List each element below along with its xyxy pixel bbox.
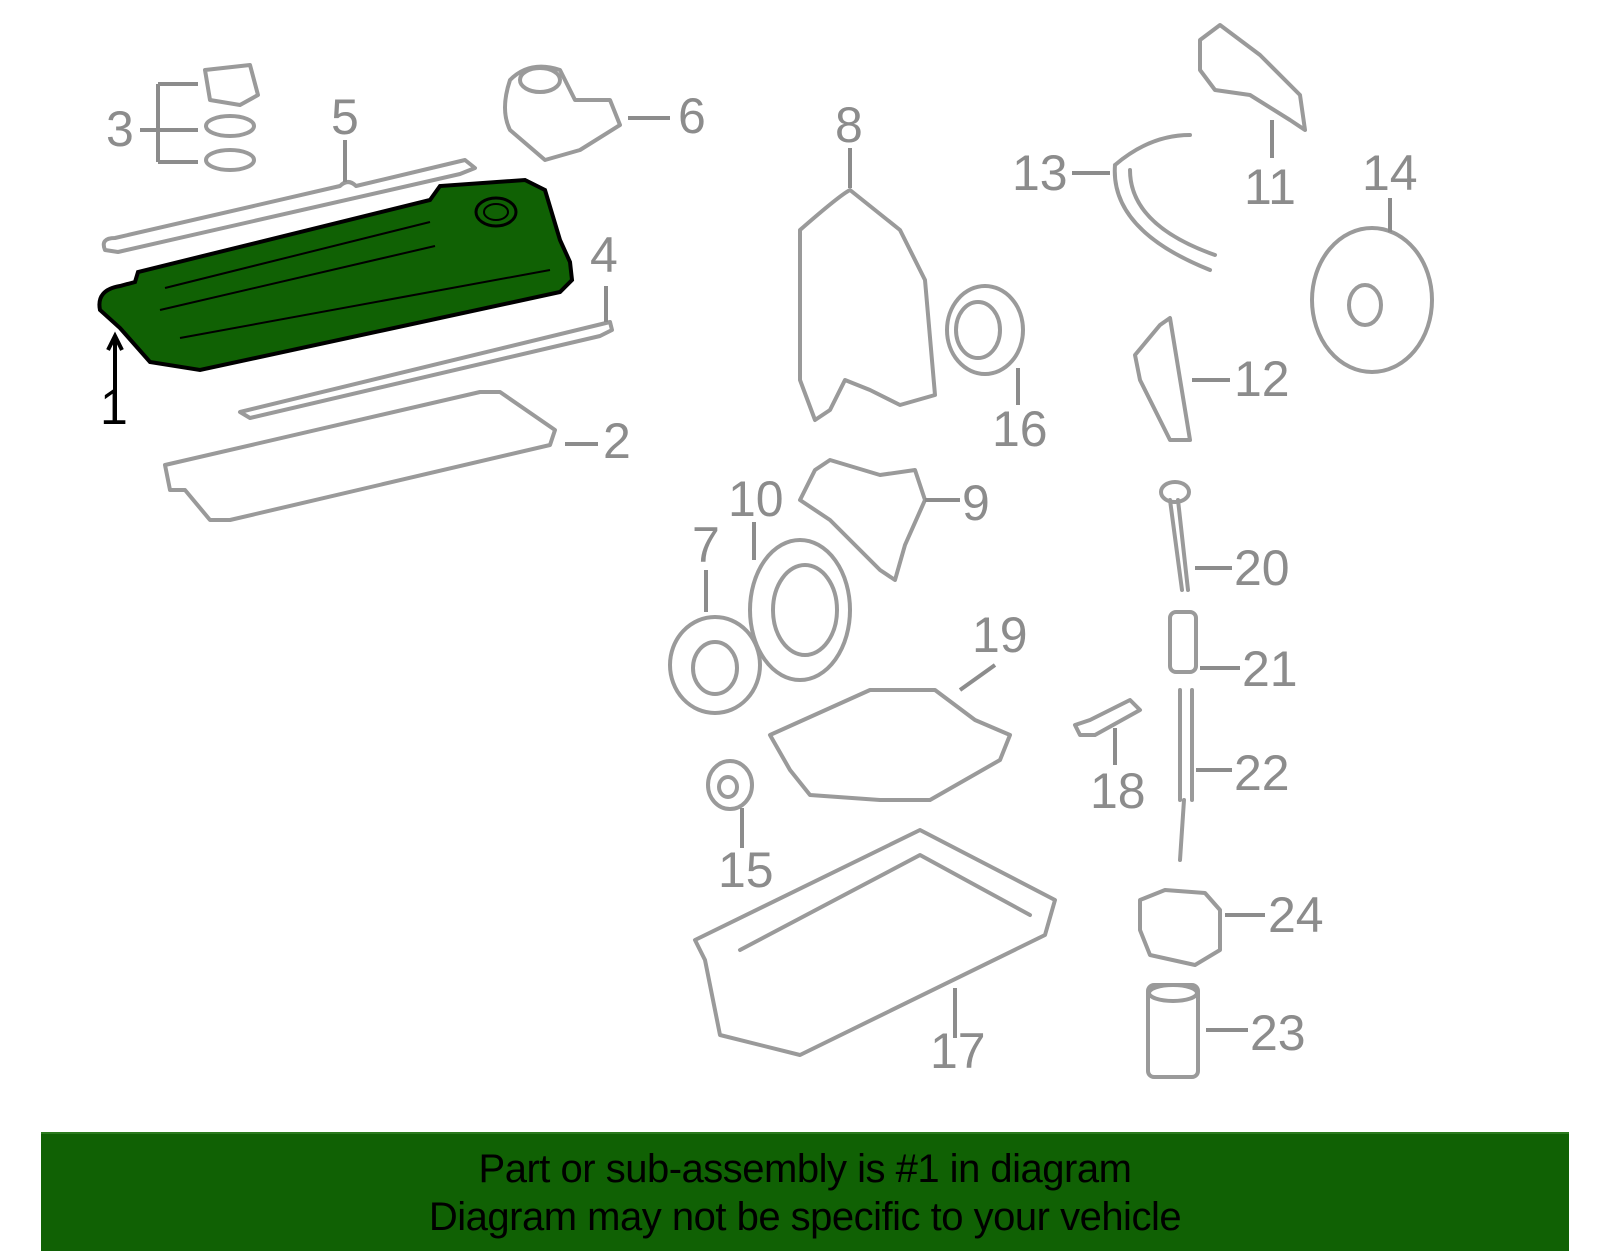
callout-10[interactable]: 10 (728, 471, 784, 527)
callout-12[interactable]: 12 (1234, 351, 1290, 407)
callout-20[interactable]: 20 (1234, 540, 1290, 596)
callout-23[interactable]: 23 (1250, 1005, 1306, 1061)
part-8-timing-cover[interactable] (798, 188, 937, 422)
callout-18[interactable]: 18 (1090, 763, 1146, 819)
callout-1[interactable]: 1 (100, 379, 128, 435)
callout-11[interactable]: 11 (1244, 159, 1296, 215)
callout-7[interactable]: 7 (692, 517, 720, 573)
part-6-filter-housing[interactable] (503, 64, 622, 162)
part-14-sprocket[interactable] (1310, 226, 1434, 374)
callout-21[interactable]: 21 (1242, 641, 1298, 697)
callout-4[interactable]: 4 (590, 227, 618, 283)
part-9-cover[interactable] (798, 458, 927, 582)
part-12-bracket[interactable] (1133, 316, 1192, 442)
banner-line-1: Part or sub-assembly is #1 in diagram (478, 1146, 1132, 1191)
callout-5[interactable]: 5 (331, 89, 359, 145)
callout-22[interactable]: 22 (1234, 745, 1290, 801)
callout-2[interactable]: 2 (603, 413, 631, 469)
part-10-backplate[interactable] (748, 538, 852, 682)
callout-16[interactable]: 16 (992, 401, 1048, 457)
part-18-sealant-tube[interactable] (1073, 698, 1142, 737)
part-7-pulley[interactable] (668, 615, 762, 715)
part-17-oil-pan[interactable] (693, 828, 1057, 1057)
callout-13[interactable]: 13 (1012, 145, 1068, 201)
parts-diagram: 1 2 3 4 5 6 7 8 9 10 11 12 13 14 15 16 1… (97, 23, 1434, 1079)
callout-labels: 1 2 3 4 5 6 7 8 9 10 11 12 13 14 15 16 1… (100, 88, 1418, 1079)
callout-14[interactable]: 14 (1362, 145, 1418, 201)
part-5-gasket[interactable] (101, 158, 477, 254)
part-3-cap-seals[interactable] (203, 63, 260, 172)
part-16-tensioner[interactable] (945, 284, 1025, 376)
callout-6[interactable]: 6 (678, 88, 706, 144)
callout-arrows (106, 82, 1392, 1038)
part-13-timing-belt[interactable] (1112, 133, 1217, 272)
part-1-valve-cover[interactable] (97, 177, 575, 373)
part-19-baffle[interactable] (768, 688, 1012, 802)
callout-9[interactable]: 9 (962, 475, 990, 531)
callout-24[interactable]: 24 (1268, 887, 1324, 943)
banner-line-2: Diagram may not be specific to your vehi… (428, 1194, 1182, 1239)
callout-3[interactable]: 3 (106, 101, 134, 157)
part-4-gasket[interactable] (238, 320, 614, 420)
info-banner: Part or sub-assembly is #1 in diagram Di… (41, 1132, 1569, 1251)
callout-8[interactable]: 8 (835, 97, 863, 153)
part-24-oil-cooler[interactable] (1138, 888, 1222, 967)
part-2-gasket[interactable] (163, 390, 557, 522)
part-11-cover[interactable] (1198, 23, 1307, 132)
callout-19[interactable]: 19 (972, 607, 1028, 663)
part-15-gear[interactable] (706, 759, 754, 811)
callout-15[interactable]: 15 (718, 842, 774, 898)
part-20-22-dipstick[interactable] (1159, 480, 1198, 862)
part-23-oil-filter[interactable] (1146, 983, 1200, 1079)
callout-17[interactable]: 17 (930, 1023, 986, 1079)
